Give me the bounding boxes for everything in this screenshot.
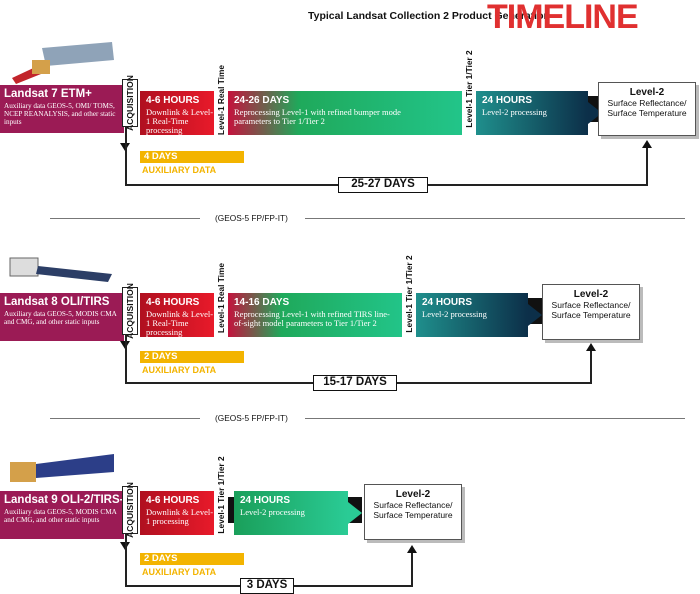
divider-2-label: (GEOS-5 FP/FP-IT) <box>215 413 288 423</box>
landsat8-satellite-icon <box>9 257 112 282</box>
row3-inputs: Auxiliary data GEOS-5, MODIS CMA and CMG… <box>4 508 117 524</box>
row3-output: Level-2 Surface Reflectance/ Surface Tem… <box>364 484 462 540</box>
row3-mission: Landsat 9 OLI-2/TIRS-2 <box>4 494 130 506</box>
row3-stage3: 24 HOURS Level-2 processing <box>234 491 348 535</box>
row1-up-arrow-icon <box>642 140 652 148</box>
row2-aux-label: AUXILIARY DATA <box>142 365 217 375</box>
header-subtitle: Typical Landsat Collection 2 Product Gen… <box>308 10 550 22</box>
row2-connector-left <box>125 335 127 383</box>
row3-stage1: 4-6 HOURS Downlink & Level-1 processing <box>140 491 214 535</box>
row1-mission: Landsat 7 ETM+ <box>4 88 92 100</box>
divider-2-left <box>50 418 200 419</box>
row2-stage1: 4-6 HOURS Downlink & Level-1 Real-Time p… <box>140 293 214 337</box>
row2-total: 15-17 DAYS <box>313 375 397 391</box>
header-title: TIMELINE <box>487 0 639 36</box>
row3-connector-right <box>411 548 413 587</box>
row2-stage3: 24 HOURS Level-2 processing <box>416 293 528 337</box>
row1-inputs: Auxiliary data GEOS-5, OMI/ TOMS, NCEP R… <box>4 102 116 126</box>
row1-output: Level-2 Surface Reflectance/ Surface Tem… <box>598 82 696 136</box>
row3-arrow-icon <box>348 502 362 524</box>
landsat9-satellite-icon <box>10 454 114 482</box>
row1-aux-days: 4 DAYS <box>140 151 244 163</box>
row1-connector-right <box>646 142 648 186</box>
row3-up-arrow-icon <box>407 545 417 553</box>
row3-acquisition: ACQUISITION <box>122 482 138 538</box>
row2-source-box: Landsat 8 OLI/TIRS Auxiliary data GEOS-5… <box>0 293 124 341</box>
row2-connector-right <box>590 346 592 384</box>
row3-connector-left <box>125 534 127 586</box>
row1-stage1: 4-6 HOURS Downlink & Level-1 Real-Time p… <box>140 91 214 135</box>
row3-total: 3 DAYS <box>240 578 294 594</box>
row2-bar-realtime: Level-1 Real Time <box>214 255 228 341</box>
row2-arrow-icon <box>528 304 542 326</box>
row3-source-box: Landsat 9 OLI-2/TIRS-2 Auxiliary data GE… <box>0 491 130 539</box>
row3-aux-label: AUXILIARY DATA <box>142 567 217 577</box>
row2-output: Level-2 Surface Reflectance/ Surface Tem… <box>542 284 640 340</box>
row1-source-box: Landsat 7 ETM+ Auxiliary data GEOS-5, OM… <box>0 85 124 133</box>
divider-2-right <box>305 418 685 419</box>
row2-up-arrow-icon <box>586 343 596 351</box>
row2-bar-tier: Level-1 Tier 1/Tier 2 <box>402 247 416 341</box>
row3-aux-days: 2 DAYS <box>140 553 244 565</box>
divider-1-right <box>305 218 685 219</box>
row2-stage2: 14-16 DAYS Reprocessing Level-1 with ref… <box>228 293 406 337</box>
row1-total: 25-27 DAYS <box>338 177 428 193</box>
row1-connector-left <box>125 127 127 185</box>
row1-stage2: 24-26 DAYS Reprocessing Level-1 with ref… <box>228 91 464 135</box>
row2-inputs: Auxiliary data GEOS-5, MODIS CMA and CMG… <box>4 310 117 326</box>
row2-acquisition: ACQUISITION <box>122 283 138 339</box>
row1-acquisition: ACQUISITION <box>122 75 138 131</box>
divider-1-label: (GEOS-5 FP/FP-IT) <box>215 213 288 223</box>
row1-stage3: 24 HOURS Level-2 processing <box>476 91 588 135</box>
divider-1-left <box>50 218 200 219</box>
row2-aux-days: 2 DAYS <box>140 351 244 363</box>
row1-bar-realtime: Level-1 Real Time <box>214 62 228 138</box>
row3-bar-tier: Level-1 Tier 1/Tier 2 <box>214 450 228 540</box>
row1-aux-label: AUXILIARY DATA <box>142 165 217 175</box>
row1-bar-tier: Level-1 Tier 1/Tier 2 <box>462 40 476 138</box>
landsat7-satellite-icon <box>12 42 114 84</box>
row2-mission: Landsat 8 OLI/TIRS <box>4 296 110 308</box>
